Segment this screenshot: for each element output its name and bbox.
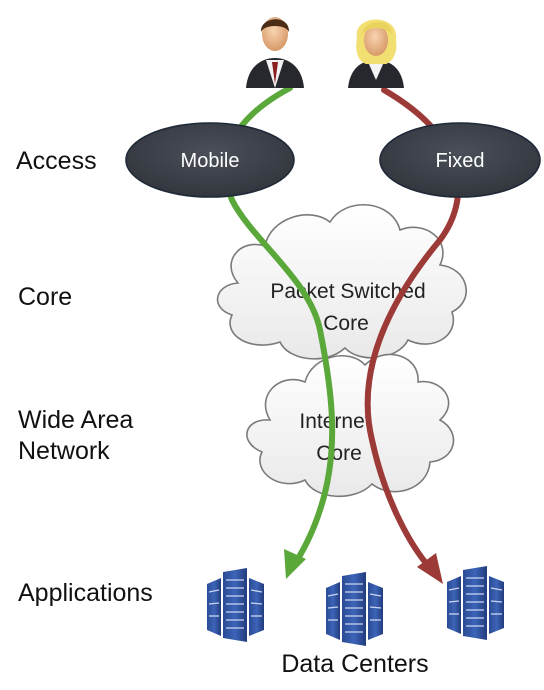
businesswoman-icon — [348, 19, 404, 88]
fixed-label: Fixed — [436, 150, 485, 172]
fixed-access-node: Fixed — [379, 122, 541, 198]
layer-label-access: Access — [16, 147, 97, 175]
fixed-arrowhead — [417, 553, 443, 584]
data-center-1-icon — [207, 568, 264, 642]
packet-core-label-line2: Core — [323, 312, 369, 335]
internet-core-label-line2: Core — [316, 442, 362, 465]
data-centers-label: Data Centers — [281, 650, 429, 678]
mobile-label: Mobile — [181, 150, 240, 172]
layer-label-core: Core — [18, 283, 73, 311]
mobile-access-node: Mobile — [125, 122, 295, 198]
data-center-3-icon — [447, 566, 504, 640]
mobile-arrowhead — [284, 549, 306, 579]
internet-core-label-line1: Internet — [299, 410, 370, 433]
layer-label-applications: Applications — [18, 579, 153, 607]
data-center-2-icon — [326, 572, 383, 646]
businessman-icon — [246, 17, 304, 88]
internet-core-cloud: Internet Core — [246, 353, 455, 498]
layer-label-wide-area-network: Wide Area Network — [18, 406, 134, 466]
packet-switched-core-cloud: Packet Switched Core — [216, 203, 468, 360]
